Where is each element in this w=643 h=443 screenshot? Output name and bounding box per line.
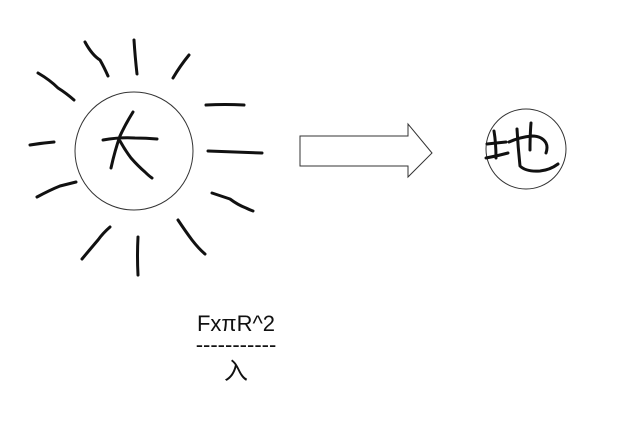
- formula-block: FxπR^2 ----------- 入: [166, 310, 306, 390]
- sun-rays: [28, 38, 264, 277]
- formula-divider: -----------: [195, 332, 277, 357]
- sun-ray-7: [206, 149, 264, 155]
- right-arrow-shape: [299, 122, 433, 179]
- earth-circle: [485, 108, 567, 190]
- earth-char-stroke-4: [507, 134, 549, 155]
- sun-ray-10: [80, 225, 112, 261]
- sun-char-stroke-2: [109, 110, 135, 170]
- earth-char-stroke-3: [484, 151, 510, 160]
- sun-ray-6: [28, 140, 56, 147]
- sun-ray-2: [132, 38, 139, 76]
- earth-char-stroke-6: [515, 127, 560, 173]
- formula-denominator: 入: [224, 357, 248, 385]
- sun-ray-9: [210, 191, 255, 213]
- sun-char-stroke-3: [118, 139, 154, 180]
- sun-character-glyph: [101, 110, 159, 180]
- earth-char-stroke-5: [528, 121, 533, 152]
- sun-char-stroke-1: [101, 136, 159, 142]
- sun-ray-4: [36, 71, 76, 102]
- sun-ray-11: [136, 235, 140, 277]
- sun-ray-12: [176, 218, 207, 256]
- sun-ray-3: [171, 53, 191, 80]
- sun-ray-5: [204, 103, 246, 107]
- sun-ray-1: [83, 40, 110, 78]
- earth-character-glyph: [484, 121, 560, 173]
- formula-numerator: FxπR^2: [196, 311, 276, 336]
- earth-char-stroke-2: [485, 140, 508, 146]
- sun-circle: [74, 91, 194, 211]
- sun-ray-8: [35, 180, 78, 199]
